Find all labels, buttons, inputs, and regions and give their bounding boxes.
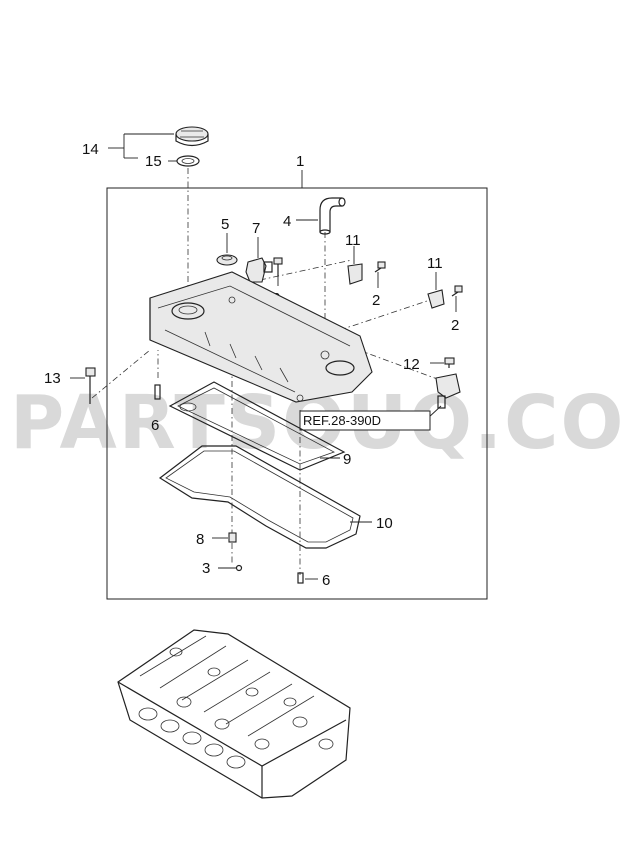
seal-ring[interactable] — [216, 254, 238, 266]
dowel-pin-a[interactable] — [154, 384, 161, 400]
pcv-hose[interactable] — [319, 197, 346, 235]
callout-6a[interactable]: 6 — [151, 417, 159, 434]
sensor-bracket[interactable] — [245, 257, 273, 283]
callout-1[interactable]: 1 — [296, 153, 304, 170]
callout-9[interactable]: 9 — [343, 451, 351, 468]
dowel-pin-b[interactable] — [297, 572, 304, 584]
wiring-clip-a[interactable] — [347, 263, 363, 285]
callout-5[interactable]: 5 — [221, 216, 229, 233]
callout-14[interactable]: 14 — [82, 141, 99, 158]
callout-10[interactable]: 10 — [376, 515, 393, 532]
spark-plug-gasket[interactable] — [168, 381, 346, 471]
bolt-2b[interactable] — [374, 261, 386, 273]
washer-3[interactable] — [235, 564, 243, 572]
callout-7[interactable]: 7 — [252, 220, 260, 237]
reference-box — [299, 410, 431, 431]
filler-gasket[interactable] — [176, 155, 200, 167]
callout-11a[interactable]: 11 — [345, 232, 361, 249]
callout-4[interactable]: 4 — [283, 213, 291, 230]
callout-15[interactable]: 15 — [145, 153, 162, 170]
cylinder-head — [117, 629, 351, 799]
callout-6b[interactable]: 6 — [322, 572, 330, 589]
wiring-clip-b[interactable] — [427, 289, 445, 309]
assembly-frame — [106, 187, 488, 600]
bolt-12[interactable] — [444, 357, 455, 368]
bolt-8[interactable] — [228, 532, 237, 543]
head-cover-gasket[interactable] — [158, 445, 361, 549]
callout-12[interactable]: 12 — [403, 356, 420, 373]
callout-13[interactable]: 13 — [44, 370, 61, 387]
bolt-13[interactable] — [85, 367, 96, 404]
reference-label[interactable]: REF.28-390D — [303, 413, 381, 428]
rocker-cover[interactable] — [149, 271, 373, 403]
callout-8[interactable]: 8 — [196, 531, 204, 548]
callout-11b[interactable]: 11 — [427, 255, 443, 272]
callout-2b[interactable]: 2 — [372, 292, 380, 309]
cam-position-sensor[interactable] — [435, 373, 461, 409]
oil-filler-cap[interactable] — [175, 126, 209, 147]
callout-3[interactable]: 3 — [202, 560, 210, 577]
callout-2c[interactable]: 2 — [451, 317, 459, 334]
bolt-2c[interactable] — [451, 285, 463, 297]
bolt-2a[interactable] — [273, 257, 283, 276]
